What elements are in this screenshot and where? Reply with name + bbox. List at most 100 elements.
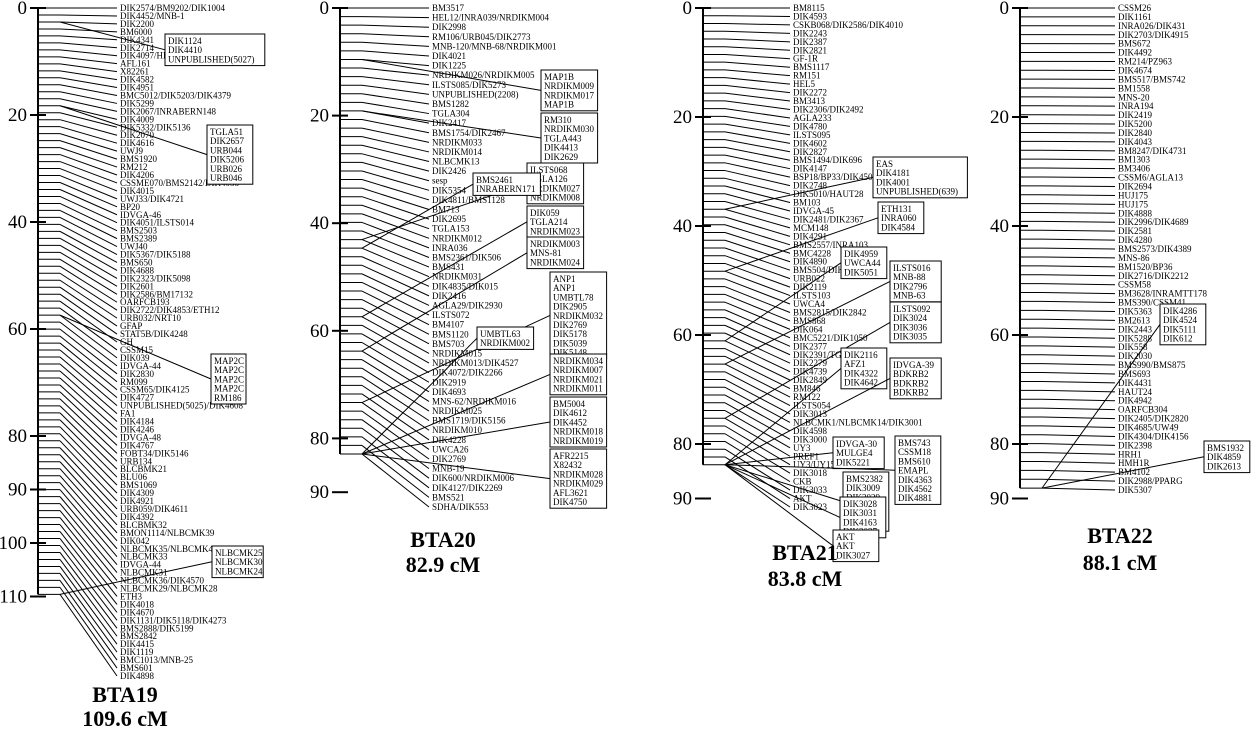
marker-label: DIK2998 bbox=[432, 22, 466, 32]
marker-group-label: DIK3009 bbox=[846, 483, 880, 493]
marker-connector bbox=[59, 426, 118, 486]
marker-label: DIK4184 bbox=[120, 417, 154, 427]
marker-connector bbox=[59, 126, 118, 144]
marker-connector bbox=[59, 147, 118, 168]
marker-label: CSSME070/BMS2142/DIK4058 bbox=[120, 178, 240, 188]
tick-label: 40 bbox=[8, 212, 27, 233]
marker-group-label: DIK4363 bbox=[898, 475, 932, 485]
marker-connector bbox=[1041, 265, 1116, 268]
marker-group-label: AKT bbox=[836, 541, 855, 551]
marker-label: DIK042 bbox=[120, 536, 150, 546]
marker-connector bbox=[1041, 372, 1116, 375]
marker-connector bbox=[59, 496, 118, 565]
marker-connector bbox=[724, 309, 791, 339]
marker-label: DIK2419 bbox=[1118, 110, 1152, 120]
marker-connector bbox=[361, 170, 430, 191]
marker-connector bbox=[59, 440, 118, 502]
marker-label: X82261 bbox=[120, 67, 149, 77]
marker-group-frame bbox=[549, 396, 608, 448]
marker-label: MCM148 bbox=[793, 223, 829, 233]
marker-connector bbox=[1041, 194, 1116, 196]
marker-label: DIK2716/DIK2212 bbox=[1118, 271, 1189, 281]
marker-group-label: DIK4413 bbox=[544, 143, 578, 153]
marker-group-label: MNS-81 bbox=[530, 248, 562, 258]
marker-connector bbox=[1041, 443, 1116, 446]
marker-group-label: BMS610 bbox=[898, 456, 931, 466]
marker-connector bbox=[59, 237, 118, 271]
marker-group-label: DIK5221 bbox=[836, 457, 870, 467]
marker-label: DIK1225 bbox=[432, 61, 466, 71]
marker-label: DIK4693 bbox=[432, 387, 466, 397]
marker-connector bbox=[724, 464, 791, 508]
marker-label: URB032/NRT10 bbox=[120, 313, 181, 323]
marker-connector bbox=[361, 256, 430, 287]
chromosome-length: 88.1 cM bbox=[1083, 550, 1158, 575]
marker-label: DIK4072/DIK2266 bbox=[432, 368, 503, 378]
marker-label: BMS650 bbox=[120, 257, 153, 267]
marker-group-label: DIK4322 bbox=[844, 368, 878, 378]
marker-connector bbox=[59, 538, 118, 613]
marker-group-connector bbox=[724, 321, 891, 419]
marker-label: DIK2988/PPARG bbox=[1118, 476, 1183, 486]
tick-label: 60 bbox=[310, 321, 329, 342]
marker-label: NLBCMK33 bbox=[120, 552, 168, 562]
marker-label: CSSM58 bbox=[1118, 280, 1152, 290]
marker-connector bbox=[361, 58, 430, 67]
marker-connector bbox=[724, 270, 791, 297]
marker-connector bbox=[724, 146, 791, 161]
marker-connector bbox=[724, 379, 791, 415]
marker-connector bbox=[1041, 283, 1116, 286]
chromosome-title: BTA19 bbox=[92, 682, 158, 707]
marker-label: CKB bbox=[793, 477, 812, 487]
marker-connector bbox=[724, 324, 791, 356]
marker-label: UWJ40 bbox=[120, 242, 148, 252]
marker-group-label: UMBTL78 bbox=[553, 292, 594, 302]
marker-label: BMS703 bbox=[432, 339, 465, 349]
marker-connector bbox=[724, 92, 791, 102]
marker-connector bbox=[361, 101, 430, 115]
marker-connector bbox=[59, 56, 118, 65]
marker-group-label: NRDIKM028 bbox=[553, 469, 604, 479]
marker-group-label: BMS1932 bbox=[1207, 443, 1244, 453]
marker-label: BMS2815/DIK2842 bbox=[793, 307, 867, 317]
marker-connector bbox=[1041, 274, 1116, 277]
marker-group-label: UWCA44 bbox=[844, 258, 881, 268]
marker-group-box: AFR2215X82432NRDIKM028NRDIKM029AFL3621DI… bbox=[549, 448, 608, 509]
marker-connector bbox=[1041, 292, 1116, 295]
marker-group-frame bbox=[210, 353, 247, 405]
marker-connector bbox=[1041, 363, 1116, 366]
marker-group-label: URB046 bbox=[210, 173, 243, 183]
marker-group-label: NLBCMK24 bbox=[215, 566, 263, 576]
marker-connector bbox=[59, 580, 118, 661]
marker-connector bbox=[724, 355, 791, 390]
marker-label: DIK4431 bbox=[1118, 378, 1152, 388]
marker-connector bbox=[59, 105, 118, 120]
marker-group-label: DIK4286 bbox=[1163, 306, 1197, 316]
marker-connector bbox=[59, 196, 118, 224]
marker-label: DIK2067/INRABERN148 bbox=[120, 106, 216, 116]
marker-group-label: DIK4750 bbox=[553, 497, 587, 507]
marker-label: DIK2119 bbox=[793, 282, 827, 292]
marker-connector bbox=[361, 410, 430, 460]
marker-connector bbox=[724, 108, 791, 119]
marker-connector bbox=[724, 123, 791, 136]
marker-label: BMS521 bbox=[432, 492, 465, 502]
marker-connector bbox=[724, 100, 791, 110]
marker-label: BM3628/INRAMTT178 bbox=[1118, 289, 1208, 299]
marker-connector bbox=[59, 391, 118, 446]
marker-connector bbox=[1041, 434, 1116, 437]
marker-connector bbox=[59, 545, 118, 621]
marker-group-label: DIK5148 bbox=[553, 348, 587, 358]
marker-connector bbox=[59, 279, 118, 319]
marker-label: DIK4582 bbox=[120, 75, 154, 85]
marker-group-frame bbox=[889, 260, 942, 303]
marker-label: DIK2722/DIK4853/ETH12 bbox=[120, 305, 220, 315]
marker-label: BM1558 bbox=[1118, 83, 1151, 93]
marker-connector bbox=[59, 587, 118, 669]
marker-label: NLBCMK29/NLBCMK28 bbox=[120, 584, 218, 594]
marker-connector bbox=[59, 384, 118, 438]
